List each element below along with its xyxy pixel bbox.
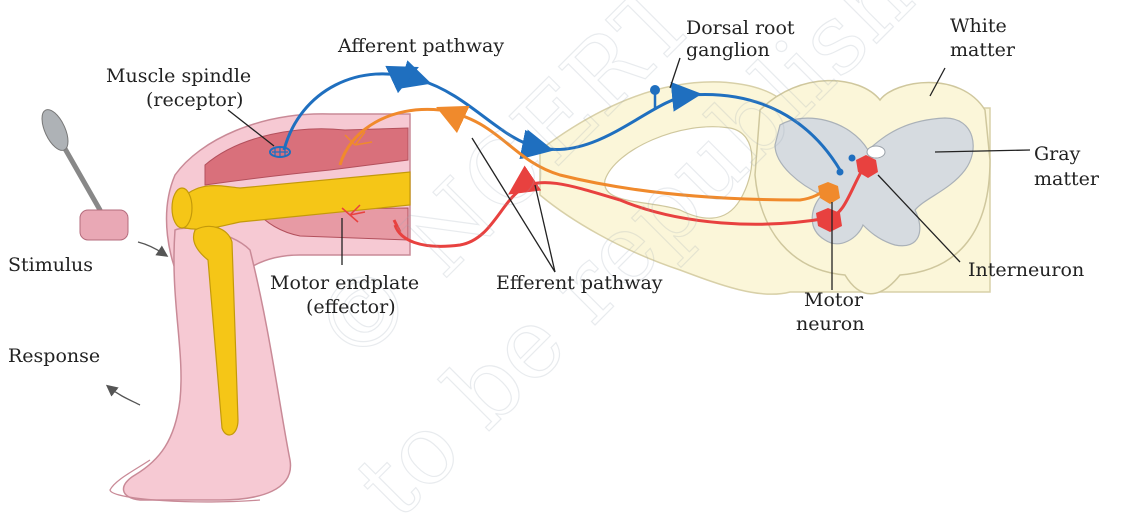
label-response: Response [8,345,100,367]
label-white: White [950,15,1007,37]
label-efferent-pathway: Efferent pathway [496,272,663,294]
label-gray-matter: matter [1034,168,1100,190]
label-neuron: neuron [796,313,864,335]
label-effector: (effector) [306,296,396,318]
label-afferent-pathway: Afferent pathway [337,35,504,57]
central-canal [867,146,885,158]
muscle-spindle-receptor [270,147,290,157]
label-stimulus: Stimulus [8,254,93,276]
lower-leg [124,228,291,500]
label-motor: Motor [804,289,864,311]
stimulus-arrow [138,242,164,254]
label-muscle-spindle: Muscle spindle [106,65,251,87]
label-white-matter: matter [950,39,1016,61]
label-interneuron: Interneuron [968,259,1084,281]
hammer-handle [60,140,100,210]
label-dorsal-root: Dorsal root [686,17,795,39]
hammer-pad [80,210,128,240]
afferent-terminal [837,169,844,176]
hammer-head [37,106,74,154]
label-ganglion: ganglion [686,39,770,61]
patella-bone [172,188,192,228]
afferent-terminal-2 [849,155,856,162]
label-gray: Gray [1034,143,1081,165]
label-motor-endplate: Motor endplate [270,272,419,294]
response-arrow [110,388,140,405]
label-receptor: (receptor) [146,89,243,111]
